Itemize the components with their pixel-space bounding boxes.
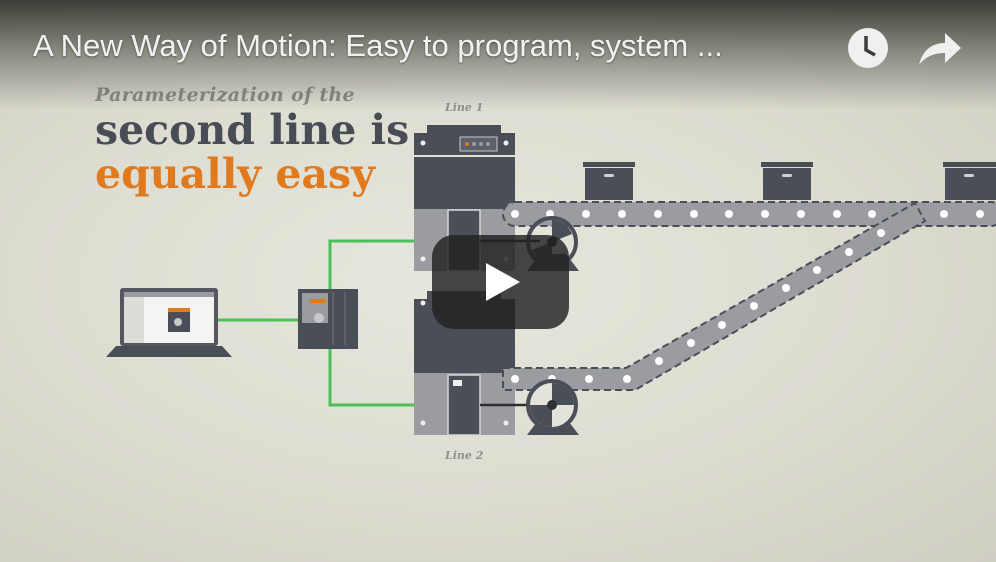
play-button[interactable]	[432, 235, 569, 329]
clock-icon	[848, 28, 888, 68]
watch-later-button[interactable]	[847, 27, 889, 69]
network-cables	[218, 239, 448, 407]
headline-accent: equally easy	[95, 150, 375, 198]
play-icon	[486, 263, 520, 301]
share-arrow-icon	[919, 33, 961, 65]
share-button[interactable]	[917, 29, 963, 69]
title-bar	[0, 0, 996, 110]
laptop-illustration	[106, 288, 232, 357]
line2-label: Line 2	[445, 449, 484, 462]
video-title[interactable]: A New Way of Motion: Easy to program, sy…	[33, 28, 723, 63]
line2-motor	[526, 379, 579, 435]
boxes	[583, 162, 996, 200]
headline-main: second line is	[95, 106, 410, 154]
controller-device	[298, 289, 358, 349]
